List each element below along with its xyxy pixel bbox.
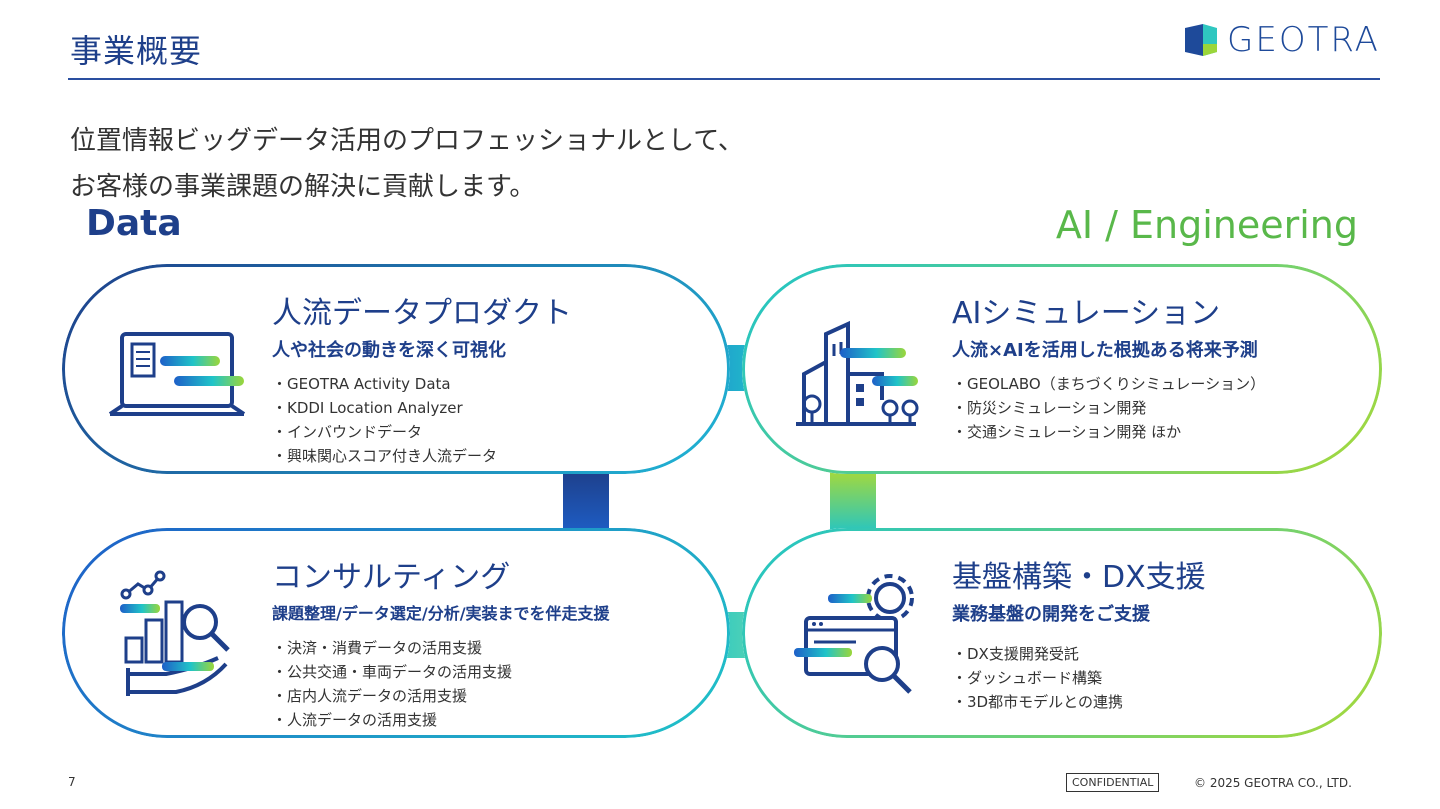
card-subtitle: 人流×AIを活用した根拠ある将来予測	[952, 340, 1258, 361]
card-subtitle: 業務基盤の開発をご支援	[952, 604, 1150, 625]
list-item: ・GEOLABO（まちづくりシミュレーション）	[952, 375, 1266, 393]
laptop-icon	[108, 332, 246, 416]
intro-line-2: お客様の事業課題の解決に貢献します。	[70, 172, 536, 202]
chart-magnifier-icon	[120, 570, 230, 696]
connector-right	[830, 470, 876, 536]
card-title: コンサルティング	[272, 560, 511, 595]
card-people-flow-product: 人流データプロダクト 人や社会の動きを深く可視化 ・GEOTRA Activit…	[62, 264, 730, 474]
copyright-text: © 2025 GEOTRA CO., LTD.	[1194, 776, 1352, 790]
confidential-badge: CONFIDENTIAL	[1066, 773, 1160, 792]
list-item: ・GEOTRA Activity Data	[272, 375, 451, 393]
card-title: 基盤構築・DX支援	[952, 560, 1206, 595]
logo-text: GEOTRA	[1227, 20, 1380, 60]
list-item: ・3D都市モデルとの連携	[952, 693, 1123, 711]
list-item: ・人流データの活用支援	[272, 711, 438, 729]
intro-line-1: 位置情報ビッグデータ活用のプロフェッショナルとして、	[70, 126, 744, 156]
card-title: AIシミュレーション	[952, 296, 1221, 331]
ai-engineering-label: AI / Engineering	[1055, 203, 1358, 247]
header-divider	[68, 78, 1380, 80]
card-list: ・GEOTRA Activity Data ・KDDI Location Ana…	[272, 372, 497, 468]
intro-text: 位置情報ビッグデータ活用のプロフェッショナルとして、 お客様の事業課題の解決に貢…	[70, 118, 744, 210]
page-title: 事業概要	[70, 32, 203, 70]
list-item: ・防災シミュレーション開発	[952, 399, 1147, 417]
list-item: ・DX支援開発受託	[952, 645, 1079, 663]
list-item: ・興味関心スコア付き人流データ	[272, 447, 498, 465]
list-item: ・ダッシュボード構築	[952, 669, 1103, 687]
list-item: ・決済・消費データの活用支援	[272, 639, 483, 657]
geotra-logo-icon	[1185, 24, 1217, 56]
card-ai-simulation: AIシミュレーション 人流×AIを活用した根拠ある将来予測 ・GEOLABO（ま…	[742, 264, 1382, 474]
gear-window-icon	[794, 574, 914, 694]
card-list: ・DX支援開発受託 ・ダッシュボード構築 ・3D都市モデルとの連携	[952, 642, 1123, 714]
geotra-logo: GEOTRA	[1183, 20, 1380, 60]
card-title: 人流データプロダクト	[272, 296, 572, 331]
card-subtitle: 課題整理/データ選定/分析/実装までを伴走支援	[272, 604, 610, 623]
list-item: ・KDDI Location Analyzer	[272, 399, 463, 417]
list-item: ・インバウンドデータ	[272, 423, 423, 441]
card-consulting: コンサルティング 課題整理/データ選定/分析/実装までを伴走支援 ・決済・消費デ…	[62, 528, 730, 738]
list-item: ・交通シミュレーション開発 ほか	[952, 423, 1182, 441]
list-item: ・公共交通・車両データの活用支援	[272, 663, 513, 681]
page-number: 7	[68, 775, 76, 789]
connector-left	[563, 470, 609, 536]
data-label: Data	[86, 203, 182, 244]
city-buildings-icon	[796, 320, 919, 426]
card-dx-support: 基盤構築・DX支援 業務基盤の開発をご支援 ・DX支援開発受託 ・ダッシュボード…	[742, 528, 1382, 738]
card-subtitle: 人や社会の動きを深く可視化	[272, 340, 506, 361]
card-list: ・GEOLABO（まちづくりシミュレーション） ・防災シミュレーション開発 ・交…	[952, 372, 1265, 444]
card-list: ・決済・消費データの活用支援 ・公共交通・車両データの活用支援 ・店内人流データ…	[272, 636, 512, 732]
list-item: ・店内人流データの活用支援	[272, 687, 468, 705]
